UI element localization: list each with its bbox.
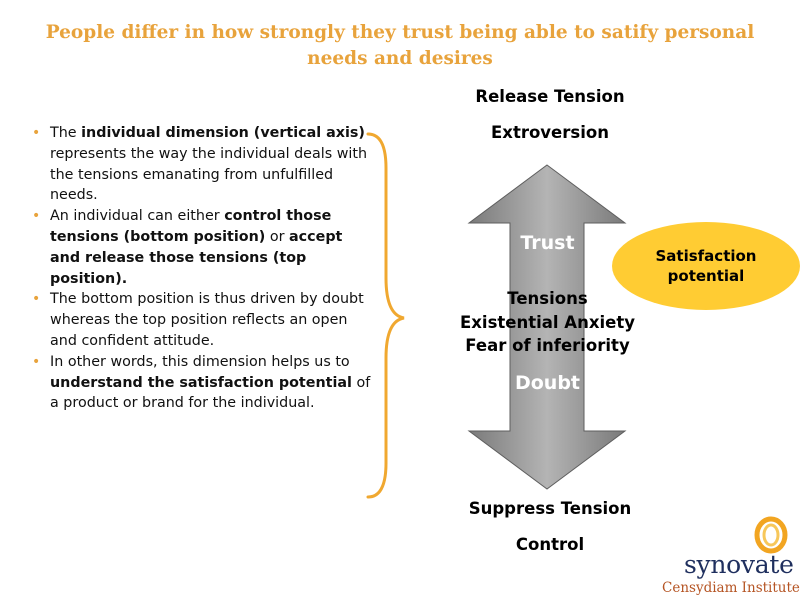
top-label-release-tension: Release Tension bbox=[475, 87, 625, 106]
curly-brace-icon bbox=[366, 132, 405, 499]
tensions-line: Fear of inferiority bbox=[465, 336, 630, 355]
logo-brand-text: synovate bbox=[684, 550, 794, 579]
bullet-text: The bbox=[50, 125, 82, 141]
logo-subtitle-text: Censydiam Institute bbox=[662, 580, 800, 596]
bullet-item: An individual can either control those t… bbox=[30, 206, 375, 289]
bullet-bold-text: individual dimension (vertical axis) bbox=[81, 125, 365, 141]
top-label-extroversion: Extroversion bbox=[491, 123, 609, 142]
bullet-bold-text: control those tensions (bottom position) bbox=[50, 208, 332, 245]
page-title: People differ in how strongly they trust… bbox=[45, 22, 755, 69]
bullet-item: The individual dimension (vertical axis)… bbox=[30, 123, 375, 206]
bullet-text: An individual can either bbox=[50, 208, 225, 225]
bullet-text: The bottom position is thus driven by do… bbox=[50, 291, 364, 349]
bullet-text: In other words, this dimension helps us … bbox=[50, 353, 350, 370]
bullet-list: The individual dimension (vertical axis)… bbox=[30, 123, 375, 414]
bullet-text: of a product or brand for the individual… bbox=[50, 374, 371, 412]
bottom-label-control: Control bbox=[515, 535, 585, 554]
bullet-item: In other words, this dimension helps us … bbox=[30, 352, 375, 414]
tensions-line: Existential Anxiety bbox=[460, 312, 635, 332]
trust-label: Trust bbox=[520, 232, 575, 254]
oval-label: Satisfaction potential bbox=[655, 247, 757, 285]
tensions-line: Tensions bbox=[507, 289, 588, 308]
bullet-text: or bbox=[265, 228, 290, 245]
satisfaction-potential-oval: Satisfaction potential bbox=[612, 222, 800, 310]
bullet-bold-text: accept and release those tensions (top p… bbox=[50, 228, 343, 287]
bullet-text: represents the way the individual deals … bbox=[50, 145, 368, 204]
double-arrow-icon bbox=[467, 164, 627, 490]
bullet-item: The bottom position is thus driven by do… bbox=[30, 289, 375, 351]
logo-rings-icon bbox=[754, 516, 788, 554]
synovate-logo: synovate Censydiam Institute bbox=[658, 508, 800, 598]
bullet-bold-text: understand the satisfaction potential bbox=[50, 374, 352, 391]
tensions-label: Tensions Existential Anxiety Fear of inf… bbox=[445, 287, 650, 358]
bottom-label-suppress-tension: Suppress Tension bbox=[468, 499, 632, 518]
doubt-label: Doubt bbox=[514, 372, 581, 394]
